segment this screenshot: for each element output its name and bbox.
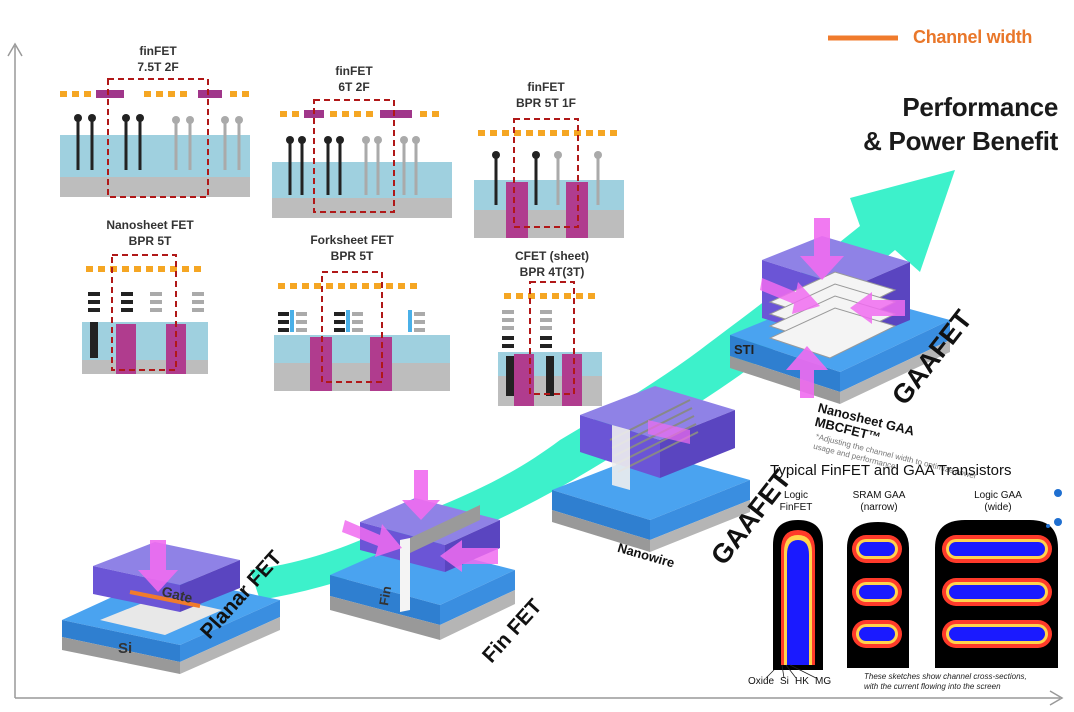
cell-finfet-7p5t [60,78,250,198]
cell-nanosheet [82,254,208,374]
planar-fet-block [62,540,280,674]
cell1-title: finFET [139,44,177,58]
inset-title: Typical FinFET and GAA Transistors [770,462,1012,479]
inset-col2-line2: (narrow) [860,502,898,513]
nanowire-block [552,386,750,552]
inset-legend-hk: HK [795,676,809,687]
inset-legend-leaders [765,664,817,679]
inset-legend-si: Si [780,676,789,687]
cell4-title: Nanosheet FET [106,218,194,232]
label-sti: STI [734,342,755,357]
fin-fet-block [330,470,515,640]
cell-cfet [498,281,602,406]
inset-note-line2: with the current flowing into the screen [864,682,1001,691]
cell3-title: finFET [527,80,565,94]
inset-col2-line1: SRAM GAA [852,490,906,501]
inset-note-line1: These sketches show channel cross-sectio… [864,672,1027,681]
cell-forksheet [274,271,450,391]
cell6-title: CFET (sheet) [514,249,589,263]
headline-line1: Performance [902,92,1058,122]
inset-col3-line2: (wide) [984,502,1012,513]
inset-logic-gaa-cross-section [935,520,1058,668]
inset-legend-mg: MG [815,676,832,687]
cell-finfet-bpr5t [474,118,624,238]
cell4-subtitle: BPR 5T [128,234,172,248]
cell2-title: finFET [335,64,373,78]
cell6-subtitle: BPR 4T(3T) [519,265,585,279]
inset-col1-line2: FinFET [779,502,813,513]
inset-legend-oxide: Oxide [748,676,775,687]
axes [7,42,1064,706]
cell2-subtitle: 6T 2F [338,80,370,94]
progress-arrow [250,170,955,600]
inset-col1-line1: Logic [784,490,808,501]
nanosheet-gaa-block [730,218,950,404]
inset-col3-line1: Logic GAA [974,490,1022,501]
edge-dots [1046,489,1062,528]
legend-label: Channel width [913,27,1033,47]
headline-line2: & Power Benefit [863,126,1058,156]
label-si: Si [118,640,133,657]
inset-sram-gaa-cross-section [847,522,909,668]
cell5-subtitle: BPR 5T [330,249,374,263]
cell3-subtitle: BPR 5T 1F [515,96,576,110]
inset-finfet-cross-section [773,520,823,670]
cell5-title: Forksheet FET [310,233,394,247]
cell1-subtitle: 7.5T 2F [137,60,179,74]
cell-finfet-6t [272,99,452,218]
